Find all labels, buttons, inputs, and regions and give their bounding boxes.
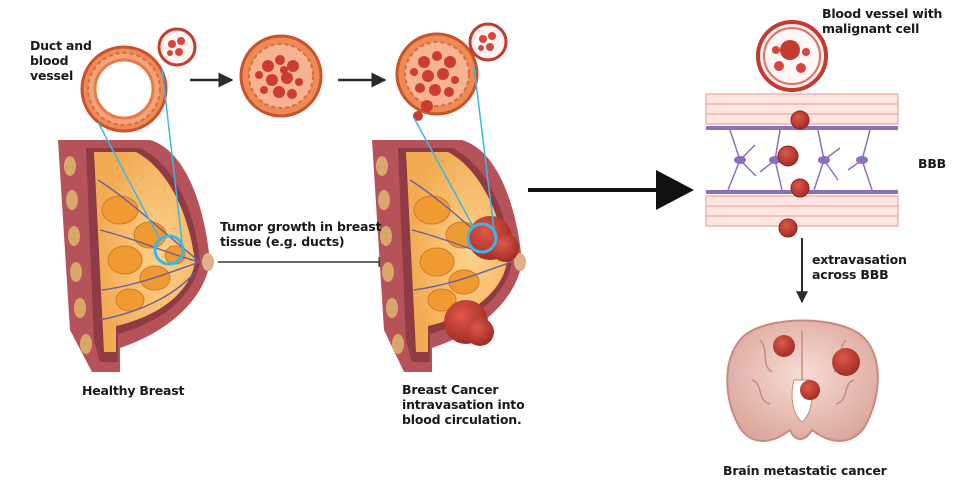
bbb-layers bbox=[705, 93, 899, 238]
breast-cancer-label: Breast Cancer intravasation into blood c… bbox=[402, 382, 525, 427]
blood-vessel-malignant bbox=[756, 20, 828, 92]
healthy-breast-illustration bbox=[58, 67, 214, 372]
healthy-breast-label: Healthy Breast bbox=[82, 383, 185, 398]
extravasation-label: extravasation across BBB bbox=[812, 252, 907, 282]
duct-tumor-early bbox=[239, 34, 323, 118]
cancer-breast-illustration bbox=[372, 65, 526, 372]
vessel-malignant-label: Blood vessel with malignant cell bbox=[822, 6, 943, 36]
brain-cancer-label: Brain metastatic cancer bbox=[723, 463, 887, 478]
duct-tumor-invading bbox=[395, 22, 508, 121]
healthy-duct-vessel bbox=[80, 27, 197, 133]
big-arrow bbox=[528, 170, 694, 210]
duct-vessel-label: Duct and blood vessel bbox=[30, 38, 92, 83]
brain-illustration bbox=[726, 319, 879, 442]
bbb-label: BBB bbox=[918, 156, 946, 171]
tumor-growth-label: Tumor growth in breast tissue (e.g. duct… bbox=[220, 219, 382, 249]
